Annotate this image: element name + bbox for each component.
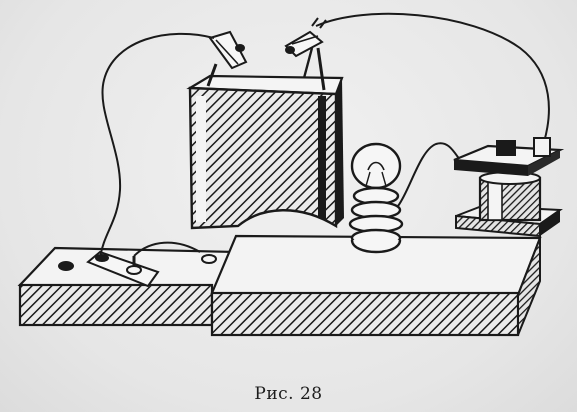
bulb [348, 142, 404, 254]
relay-armature [496, 140, 516, 156]
base-board [17, 234, 542, 337]
switch-pivot [95, 254, 109, 262]
battery-terminal-left [206, 63, 218, 87]
bulb-glass [350, 142, 402, 190]
wire-bulb-to-relay [397, 142, 461, 207]
bulb-socket [348, 186, 404, 254]
battery-terminal-right [316, 47, 326, 91]
switch-contact [126, 265, 142, 275]
circuit-diagram [17, 12, 565, 337]
figure-caption: Рис. 28 [254, 384, 323, 404]
relay-coil [478, 171, 542, 222]
switch [58, 250, 217, 288]
wire-battery-to-relay [315, 12, 550, 143]
battery [186, 47, 344, 230]
right-clip [284, 17, 327, 58]
relay [453, 137, 565, 238]
right-board [210, 234, 542, 337]
relay-contact [533, 137, 551, 157]
screw-hole [58, 261, 74, 271]
bulb-filament [367, 161, 385, 171]
left-clip [208, 30, 248, 70]
wire-switch-to-terminal [133, 241, 201, 257]
wires [99, 12, 550, 259]
terminal-screw [201, 254, 217, 264]
wire-switch-to-battery [99, 32, 215, 259]
